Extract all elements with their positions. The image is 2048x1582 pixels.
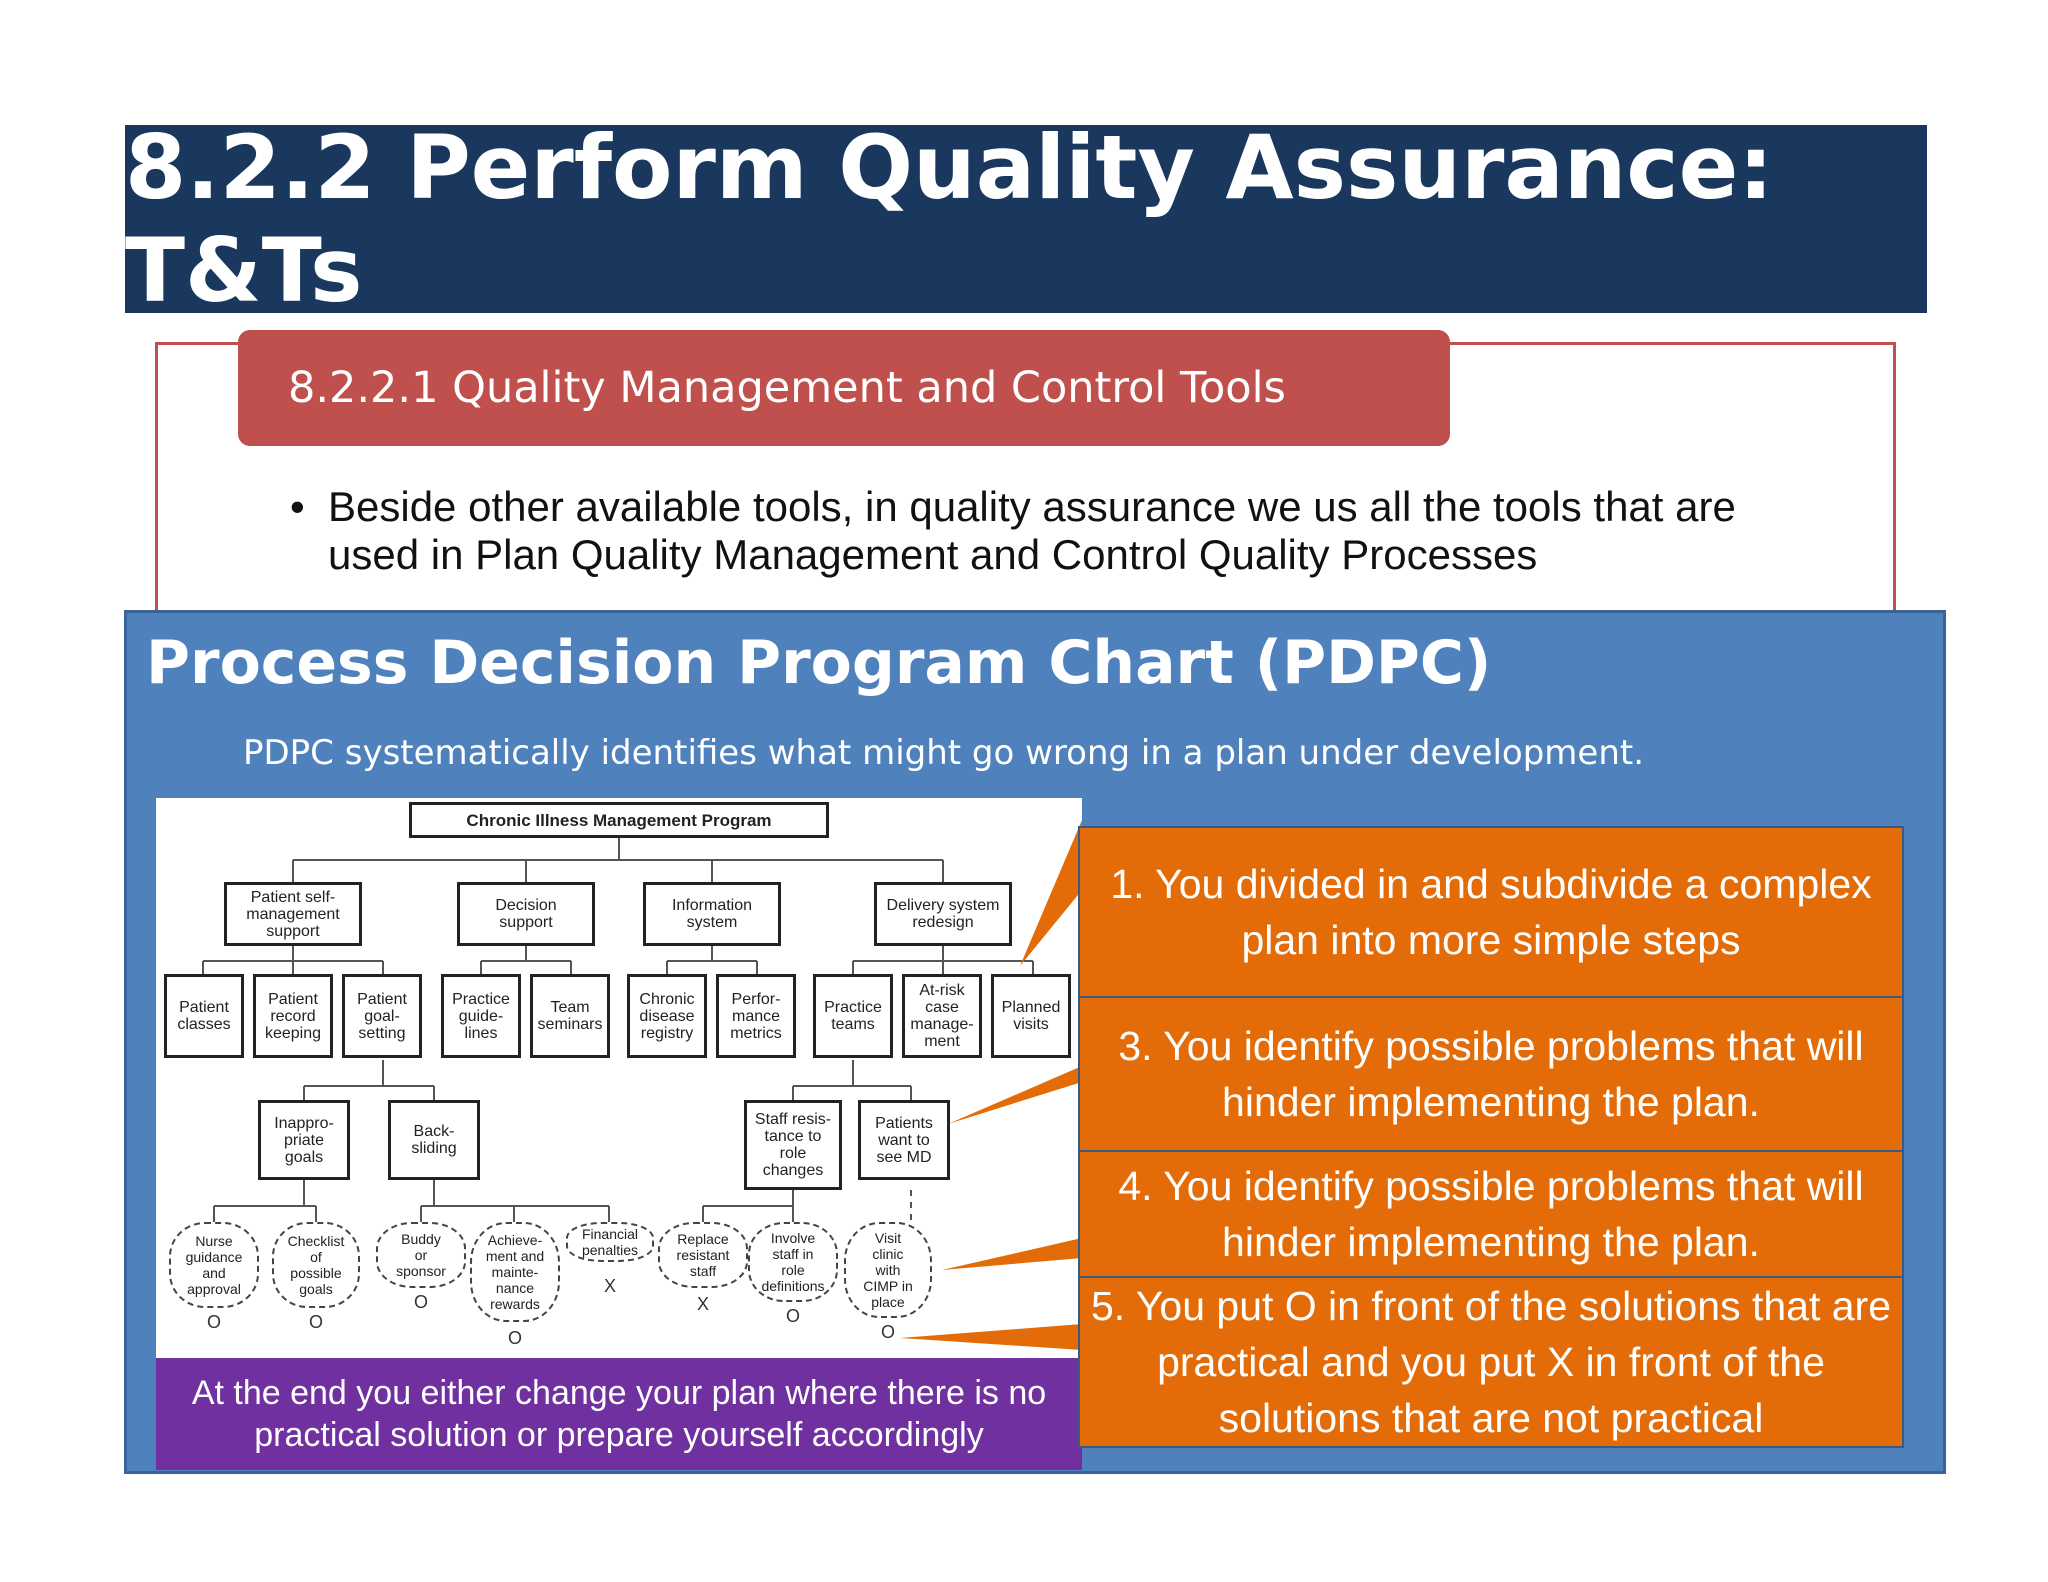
diagram-connectors <box>202 836 1034 1222</box>
practical-mark: O <box>880 1322 895 1342</box>
practical-mark: O <box>206 1312 221 1332</box>
bullet-text: Beside other available tools, in quality… <box>328 483 1736 578</box>
pdpc-diagram: Chronic Illness Management Program Patie… <box>156 798 1082 1358</box>
practical-mark: O <box>785 1306 800 1326</box>
problem-node: Back- sliding <box>388 1100 480 1180</box>
bullet-item: • Beside other available tools, in quali… <box>290 483 1810 579</box>
problem-node: Inappro- priate goals <box>258 1100 350 1180</box>
level2-node: Team seminars <box>530 974 610 1058</box>
practical-mark: O <box>507 1328 522 1348</box>
solution-cloud: Achieve- ment and mainte- nance rewards <box>470 1222 560 1322</box>
bullet-icon: • <box>290 483 305 530</box>
level2-node: Practice guide- lines <box>441 974 521 1058</box>
problem-node: Staff resis- tance to role changes <box>744 1100 842 1190</box>
callout-step-1: 1. You divided in and subdivide a comple… <box>1078 826 1904 998</box>
pdpc-subtitle: PDPC systematically identifies what migh… <box>243 733 1645 773</box>
callout-text: 3. You identify possible problems that w… <box>1118 1023 1864 1125</box>
solution-cloud: Checklist of possible goals <box>272 1222 360 1308</box>
level2-node: Perfor- mance metrics <box>716 974 796 1058</box>
conclusion-text: At the end you either change your plan w… <box>191 1374 1047 1454</box>
solution-cloud: Visit clinic with CIMP in place <box>844 1222 932 1318</box>
practical-mark: O <box>308 1312 323 1332</box>
level1-node: Patient self- management support <box>224 882 362 946</box>
slide-title: 8.2.2 Perform Quality Assurance: T&Ts <box>125 116 1774 322</box>
level2-node: Practice teams <box>813 974 893 1058</box>
callout-text: 4. You identify possible problems that w… <box>1118 1163 1864 1265</box>
level2-node: Patient goal- setting <box>342 974 422 1058</box>
level2-node: At-risk case manage- ment <box>902 974 982 1058</box>
solution-cloud: Nurse guidance and approval <box>169 1222 259 1308</box>
solution-cloud: Replace resistant staff <box>658 1222 748 1288</box>
solution-cloud: Involve staff in role definitions <box>748 1222 838 1302</box>
slide-title-bar: 8.2.2 Perform Quality Assurance: T&Ts <box>125 116 1927 322</box>
impractical-mark: X <box>603 1276 616 1296</box>
level2-node: Patient classes <box>164 974 244 1058</box>
level2-node: Planned visits <box>991 974 1071 1058</box>
solution-cloud: Financial penalties <box>566 1222 654 1262</box>
level2-node: Patient record keeping <box>253 974 333 1058</box>
callout-step-5: 5. You put O in front of the solutions t… <box>1078 1276 1904 1448</box>
pdpc-title: Process Decision Program Chart (PDPC) <box>146 628 1492 698</box>
level1-node: Decision support <box>457 882 595 946</box>
callout-step-3: 3. You identify possible problems that w… <box>1078 996 1904 1152</box>
level1-node: Information system <box>643 882 781 946</box>
callout-step-4: 4. You identify possible problems that w… <box>1078 1150 1904 1278</box>
problem-node: Patients want to see MD <box>858 1100 950 1180</box>
level1-node: Delivery system redesign <box>874 882 1012 946</box>
practical-mark: O <box>413 1292 428 1312</box>
level2-node: Chronic disease registry <box>627 974 707 1058</box>
subheading-text: 8.2.2.1 Quality Management and Control T… <box>288 363 1286 413</box>
subheading-banner: 8.2.2.1 Quality Management and Control T… <box>238 330 1450 446</box>
conclusion-note: At the end you either change your plan w… <box>156 1358 1082 1470</box>
diagram-root-node: Chronic Illness Management Program <box>409 802 829 838</box>
callout-text: 1. You divided in and subdivide a comple… <box>1110 861 1872 963</box>
solution-cloud: Buddy or sponsor <box>376 1222 466 1288</box>
callout-text: 5. You put O in front of the solutions t… <box>1090 1283 1892 1441</box>
impractical-mark: X <box>696 1294 709 1314</box>
